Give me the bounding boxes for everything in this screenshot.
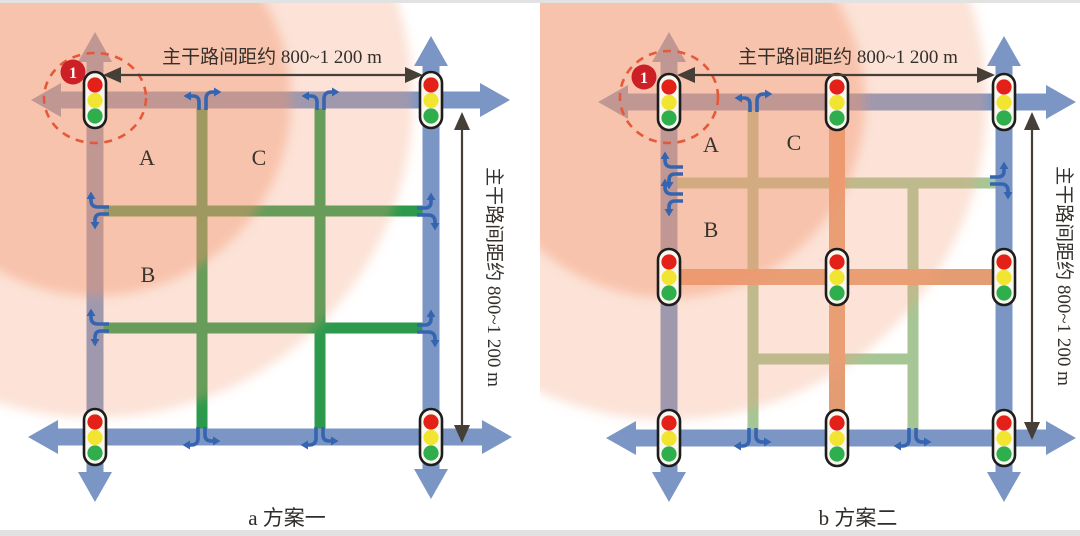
traffic-light-icon [82,407,108,467]
traffic-light-icon [824,72,850,132]
plan-a-diagram: 1 主干路间距约 800~1 200 m 主干路间距约 800~1 200 m … [0,0,512,530]
traffic-light-icon [991,72,1017,132]
intersection-1-badge [631,64,657,90]
zone-label-B: B [704,217,719,242]
traffic-light-icon [991,247,1017,307]
panel-b-caption: b 方案二 [819,506,898,530]
zone-label-C: C [252,145,267,170]
badge-number: 1 [69,65,77,82]
top-edge-strip [0,0,1080,3]
panel-plan-a: 1 主干路间距约 800~1 200 m 主干路间距约 800~1 200 m … [0,0,512,530]
traffic-light-icon [824,247,850,307]
intersection-1-badge [60,59,86,85]
traffic-light-icon [418,70,444,130]
top-spacing-label: 主干路间距约 800~1 200 m [162,46,382,68]
traffic-light-icon [656,72,682,132]
badge-number: 1 [640,70,648,87]
traffic-light-icon [418,407,444,467]
bottom-edge-strip [0,530,1080,536]
zone-label-A: A [139,145,155,170]
right-spacing-label: 主干路间距约 800~1 200 m [1053,166,1075,386]
key-intersection-dashed-circle [42,51,148,145]
zone-label-B: B [141,262,156,287]
top-spacing-label: 主干路间距约 800~1 200 m [738,46,958,68]
zone-label-C: C [787,130,802,155]
traffic-light-icon [824,408,850,468]
traffic-light-icon [82,70,108,130]
panel-a-caption: a 方案一 [248,506,326,530]
right-spacing-label: 主干路间距约 800~1 200 m [483,167,505,387]
traffic-light-icon [656,247,682,307]
traffic-light-icon [656,408,682,468]
plan-b-diagram: 1 主干路间距约 800~1 200 m 主干路间距约 800~1 200 m … [540,0,1076,530]
traffic-light-icon [991,408,1017,468]
zone-label-A: A [703,132,719,157]
key-intersection-dashed-circle [618,49,720,145]
panel-plan-b: 1 主干路间距约 800~1 200 m 主干路间距约 800~1 200 m … [540,0,1080,536]
